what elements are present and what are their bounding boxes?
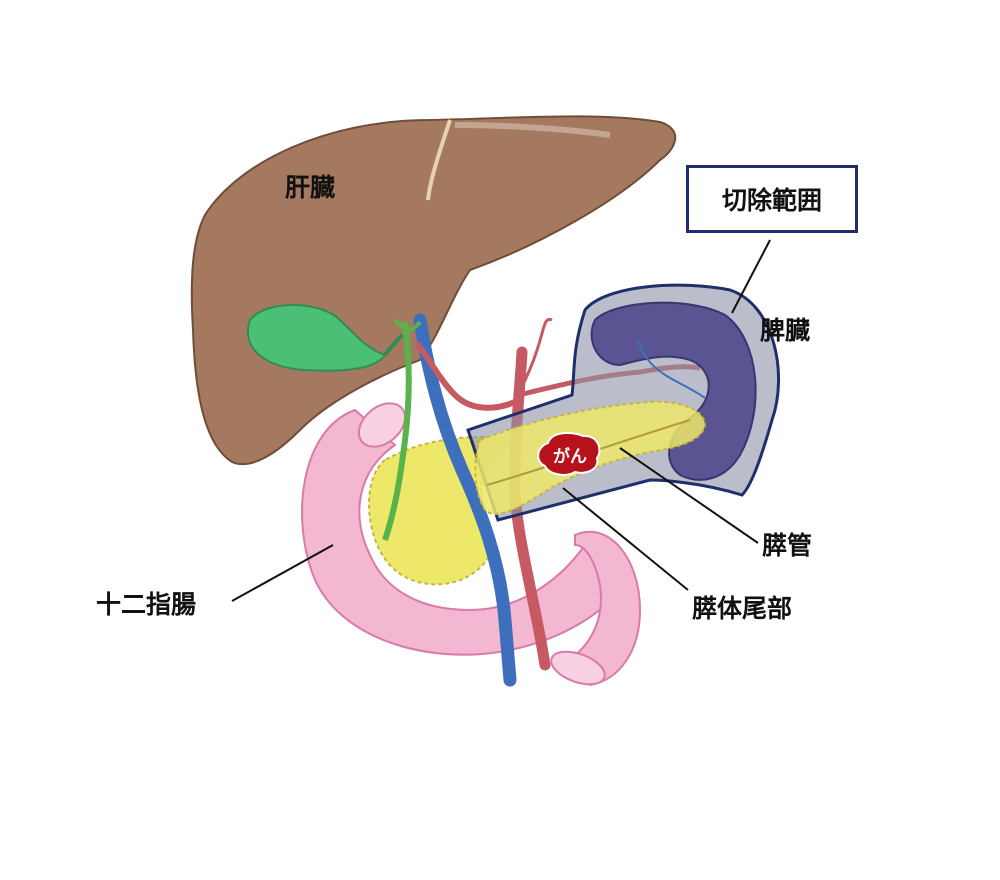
- leader-duodenum: [231, 544, 334, 602]
- label-resection-area: 切除範囲: [686, 165, 858, 233]
- leader-pancreas-body-tail: [562, 487, 689, 591]
- duodenum: [301, 402, 642, 687]
- label-duodenum: 十二指腸: [96, 590, 197, 619]
- spleen: [590, 301, 757, 481]
- label-liver: 肝臓: [285, 173, 336, 202]
- gallbladder: [247, 304, 404, 372]
- label-tumor: がん: [553, 446, 587, 467]
- label-pancreatic-duct: 膵管: [762, 531, 813, 560]
- leader-lines: [231, 239, 771, 602]
- tumor: [537, 432, 601, 476]
- liver: [190, 115, 677, 466]
- leader-resection-area: [731, 239, 771, 314]
- label-pancreas-body-tail: 膵体尾部: [692, 594, 793, 623]
- label-spleen: 脾臓: [760, 316, 811, 345]
- leader-pancreatic-duct: [619, 447, 759, 544]
